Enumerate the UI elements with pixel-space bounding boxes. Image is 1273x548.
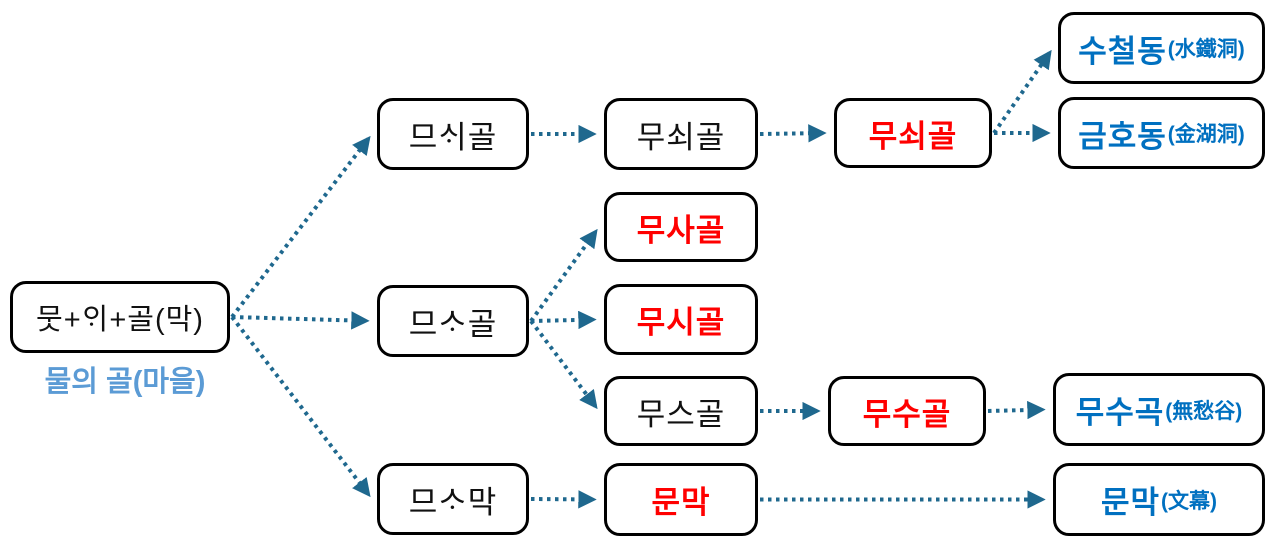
node-msogol: 므ᄉᆞ골 xyxy=(377,285,529,357)
node-label: 무사골 xyxy=(636,212,726,248)
arrow-connector xyxy=(230,315,371,498)
node-label: 금호동 xyxy=(1078,118,1167,154)
node-msomak: 므ᄉᆞ막 xyxy=(377,463,529,535)
arrow-connector xyxy=(992,49,1052,135)
node-sucheoldong: 수철동(水鐵洞) xyxy=(1058,12,1265,84)
node-hanja-label: (無愁谷) xyxy=(1165,399,1243,423)
node-label: 무스골 xyxy=(636,396,726,432)
arrow-connector xyxy=(529,228,598,323)
node-label: 무수곡 xyxy=(1075,395,1165,430)
node-label: 뭇+ᄋᆡ+골(막) xyxy=(36,304,204,336)
arrow-connector xyxy=(530,310,597,330)
node-geumhodong: 금호동(金湖洞) xyxy=(1058,97,1265,169)
node-hanja-label: (金湖洞) xyxy=(1167,123,1245,146)
node-label: 문막 xyxy=(1100,485,1161,520)
node-musugol: 무수골 xyxy=(828,376,986,446)
node-musoegol-modern: 무쇠골 xyxy=(834,98,992,168)
arrow-connector xyxy=(230,135,371,319)
node-label: 므ᄉᆞ골 xyxy=(408,306,498,342)
node-label: 무쇠골 xyxy=(868,118,958,154)
node-label: 수철동 xyxy=(1078,33,1167,69)
arrow-connector xyxy=(231,311,370,330)
node-munmak-modern: 문막(文幕) xyxy=(1053,463,1265,536)
node-musagol: 무사골 xyxy=(604,192,758,262)
node-hanja-label: (水鐵洞) xyxy=(1167,38,1245,61)
node-musoegol-old: 무쇠골 xyxy=(604,98,758,170)
node-label: 무수골 xyxy=(862,396,952,432)
node-hanja-label: (文幕) xyxy=(1161,489,1218,513)
node-label: 무쇠골 xyxy=(636,119,726,155)
node-label: 므ᄉᆞ막 xyxy=(408,484,498,520)
node-msoigol: 므ᄉᆡ골 xyxy=(377,98,529,170)
node-label: 문막 xyxy=(651,485,711,520)
node-musigol: 무시골 xyxy=(604,284,758,355)
node-munmak: 문막 xyxy=(604,463,758,536)
arrow-connector xyxy=(987,400,1046,420)
node-musugok: 무수곡(無愁谷) xyxy=(1053,373,1265,446)
node-label: 무시골 xyxy=(636,305,726,340)
root-meaning-caption: 물의 골(마을) xyxy=(44,366,206,398)
node-label: 므ᄉᆡ골 xyxy=(408,119,498,155)
arrow-connector xyxy=(759,124,827,143)
arrow-connector xyxy=(529,319,598,410)
node-museugol: 무스골 xyxy=(604,376,758,446)
node-root: 뭇+ᄋᆡ+골(막) xyxy=(10,281,230,353)
